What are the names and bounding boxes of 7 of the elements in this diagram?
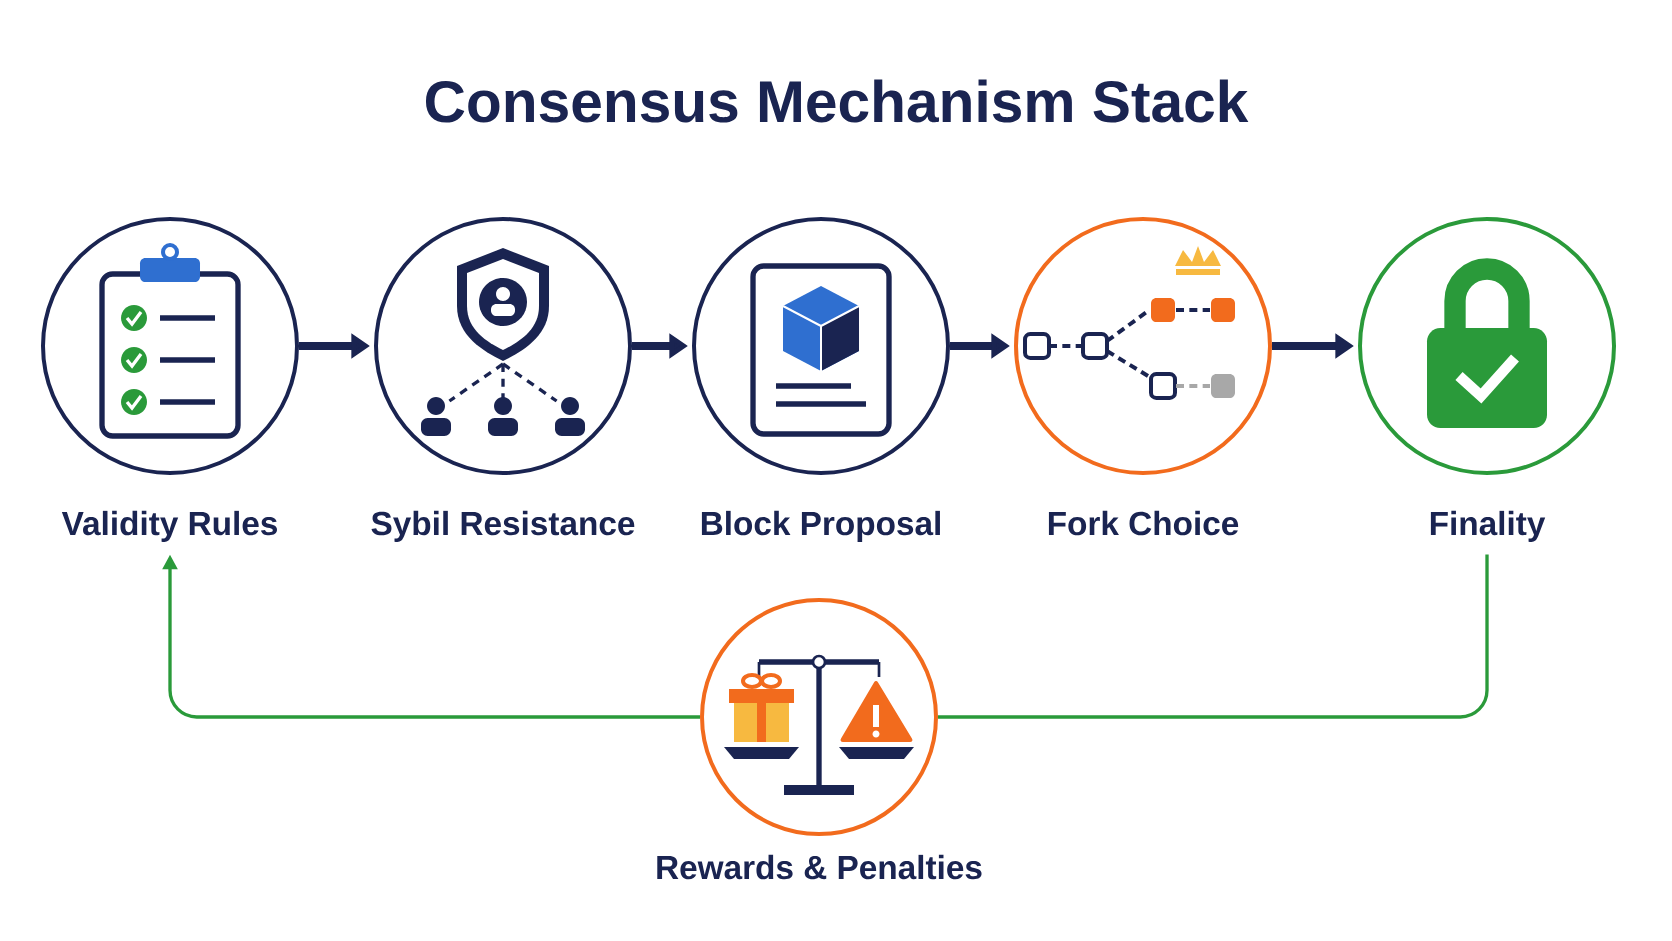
node-label: Validity Rules — [61, 510, 277, 542]
node-label: Fork Choice — [1048, 510, 1239, 536]
title: Consensus Mechanism Stack — [425, 79, 1249, 123]
node-label: Finality — [1430, 510, 1546, 542]
node-label: Block Proposal — [701, 510, 940, 542]
node-label: Rewards & Penalties — [657, 854, 982, 880]
node-label: Sybil Resistance — [371, 510, 635, 542]
